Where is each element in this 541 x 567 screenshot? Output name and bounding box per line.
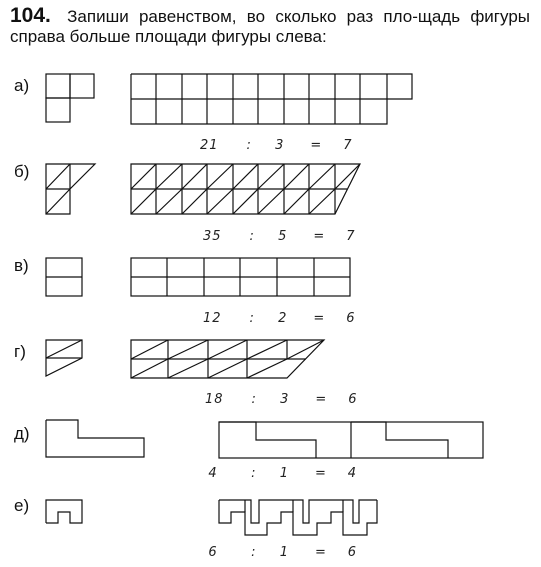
eq-d-equals: = [315,466,327,481]
item-label-v: в) [14,256,29,275]
problem-statement: 104. Запиши равенством, во сколько раз п… [10,4,530,47]
item-label-d: д) [14,424,30,443]
equation-v: 12 : 2 = 6 [203,311,356,326]
figure-d-right [218,421,484,459]
figure-e-left [45,499,83,524]
eq-d-op: : [251,466,257,481]
eq-g-divisor: 3 [280,392,290,407]
eq-g-dividend: 18 [205,392,224,407]
figure-a-left [45,73,95,123]
eq-b-result: 7 [346,229,356,244]
item-label-g: г) [14,342,26,361]
equation-d: 4 : 1 = 4 [208,466,357,481]
equation-b: 35 : 5 = 7 [203,229,356,244]
eq-e-result: 6 [347,545,358,560]
figure-e-right [218,499,378,536]
eq-a-dividend: 21 [200,138,219,153]
eq-v-equals: = [313,311,326,326]
item-label-a: а) [14,76,30,95]
figure-d-left [45,419,145,458]
equation-a: 21 : 3 = 7 [200,138,353,153]
item-label-e: е) [14,496,30,515]
item-label-b: б) [14,162,30,181]
eq-v-dividend: 12 [203,311,222,326]
eq-a-op: : [246,138,252,153]
problem-text: Запиши равенством, во сколько раз пло-ща… [10,7,530,46]
problem-number: 104. [10,4,51,27]
eq-d-dividend: 4 [208,466,218,481]
eq-b-op: : [249,229,255,244]
eq-e-dividend: 6 [208,545,218,560]
eq-b-dividend: 35 [203,229,222,244]
eq-e-divisor: 1 [279,545,289,560]
eq-v-op: : [249,311,255,326]
equation-g: 18 : 3 = 6 [205,392,358,407]
figure-a-right [130,73,413,125]
eq-v-result: 6 [346,311,356,326]
eq-v-divisor: 2 [278,311,288,326]
eq-g-result: 6 [348,392,358,407]
eq-g-op: : [251,392,257,407]
eq-a-equals: = [310,138,323,153]
figure-v-left [45,257,83,297]
figure-g-right [130,339,326,379]
figure-v-right [130,257,351,297]
eq-e-op: : [251,545,257,560]
eq-b-equals: = [313,229,326,244]
eq-d-divisor: 1 [279,466,289,481]
eq-e-equals: = [315,545,327,560]
eq-g-equals: = [315,392,328,407]
problem-text-block: 104. Запиши равенством, во сколько раз п… [10,4,530,47]
eq-a-result: 7 [343,138,353,153]
figure-b-right [130,163,361,215]
figure-b-left [45,163,97,215]
figure-g-left [45,339,83,377]
eq-b-divisor: 5 [278,229,288,244]
eq-a-divisor: 3 [275,138,285,153]
equation-e: 6 : 1 = 6 [208,545,357,560]
eq-d-result: 4 [347,466,358,481]
